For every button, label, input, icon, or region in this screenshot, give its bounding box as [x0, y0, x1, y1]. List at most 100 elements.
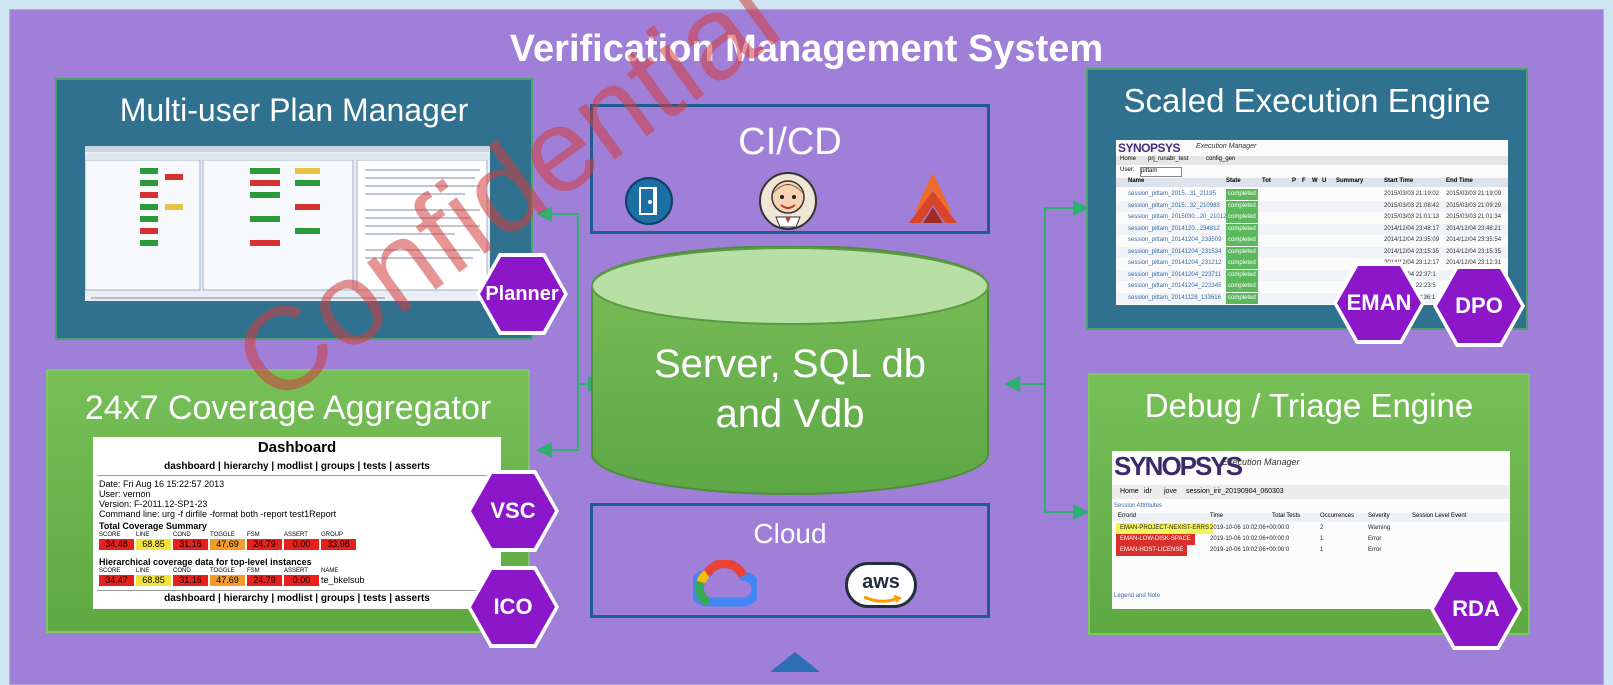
cicd-box: CI/CD: [590, 104, 990, 234]
session-start: 2015/03/03 21:01:13: [1384, 214, 1440, 220]
debug-section: Session Attributes: [1114, 503, 1163, 509]
value-assert: 0.00: [284, 539, 319, 550]
col-assert: ASSERT: [284, 532, 308, 538]
session-state: completed: [1226, 292, 1258, 304]
workflow-tool-icon: [909, 173, 957, 223]
session-start: 2014/12/04 23:15:35: [1384, 248, 1440, 255]
error-id[interactable]: EMAN-LOW-DISK-SPACE: [1116, 534, 1195, 545]
cicd-title: CI/CD: [738, 121, 842, 163]
plan-manager-screenshot: [85, 146, 490, 301]
value-line: 68.85: [136, 539, 171, 550]
debug-triage-title: Debug / Triage Engine: [1144, 387, 1474, 424]
session-end: 2014/12/04 23:48:21: [1446, 225, 1502, 232]
eman-tabs: Home prj_runabr_test config_gen: [1116, 156, 1508, 165]
execution-engine-title: Scaled Execution Engine: [1123, 82, 1491, 119]
debug-screenshot: SYNOPSYS Execution Manager Home idr jove…: [1112, 451, 1510, 609]
eman-user-select[interactable]: pittam: [1140, 167, 1182, 177]
eman-session-row[interactable]: session_pittam_2015...31_21195 completed 2…: [1116, 189, 1508, 200]
error-id[interactable]: EMAN-PROJECT-NEXIST-ERRS: [1116, 523, 1214, 534]
arrow-to-debug: [1044, 384, 1089, 520]
cloud-title: Cloud: [753, 518, 827, 549]
hier-values: 34.47 68.85 31.16 47.69 24.79 0.00 te_bk…: [99, 575, 373, 586]
dpo-badge: DPO: [1433, 265, 1525, 347]
session-end: 2014/12/04 23:15:35: [1446, 248, 1502, 255]
session-name[interactable]: session_pittam_2014120...234812: [1128, 225, 1220, 232]
dashboard-command: Command line: urg -f dirfile -format bot…: [99, 509, 337, 519]
debug-breadcrumb: Home idr jove session_irir_20190904_0603…: [1112, 485, 1510, 499]
bottom-arrow-icon: [770, 652, 820, 672]
plan-manager-panel: Multi-user Plan Manager: [55, 78, 533, 340]
eman-tab-home[interactable]: Home: [1120, 156, 1137, 162]
cloud-box: Cloud aws: [590, 503, 990, 618]
session-name[interactable]: session_pittam_20141204_233509: [1128, 237, 1222, 243]
session-state: completed: [1226, 235, 1258, 246]
jenkins-icon: [759, 172, 817, 230]
crumb-idr[interactable]: idr: [1144, 488, 1152, 495]
session-end: 2014/12/04 23:12:31: [1446, 260, 1502, 266]
error-severity: Error: [1368, 547, 1382, 553]
session-state: completed: [1226, 212, 1258, 223]
session-name[interactable]: session_pittam_20141128_133616: [1128, 294, 1221, 301]
session-end: 2014/12/04 23:35:54: [1446, 237, 1502, 243]
eman-tab-project[interactable]: prj_runabr_test: [1148, 156, 1189, 162]
eman-header-row: Name State Tot P F W U Summary Start Tim…: [1116, 178, 1508, 187]
error-time: 2019-10-06 10:02:06+00:00:0: [1210, 536, 1290, 542]
hier-name: te_bkelsub: [321, 575, 365, 585]
crumb-jove[interactable]: jove: [1164, 488, 1177, 495]
plan-manager-title: Multi-user Plan Manager: [119, 92, 469, 128]
value-toggle: 47.69: [210, 539, 245, 550]
server-label-line2: and Vdb: [715, 392, 865, 436]
session-name[interactable]: session_pittam_2015...32_210983: [1128, 202, 1220, 209]
session-start: 2015/03/03 21:08:42: [1384, 202, 1440, 209]
session-state: completed: [1226, 258, 1258, 269]
error-id[interactable]: EMAN-HOST-LICENSE: [1116, 545, 1188, 556]
session-name[interactable]: session_pittam_20141204_231212: [1128, 260, 1222, 266]
arrow-to-plan-manager: [536, 206, 579, 384]
google-cloud-icon: [693, 560, 757, 607]
hier-title: Hierarchical coverage data for top-level…: [99, 557, 312, 567]
session-state: completed: [1226, 246, 1258, 258]
error-time: 2019-10-06 10:02:06+00:00:0: [1210, 525, 1290, 531]
session-start: 2015/03/03 21:19:02: [1384, 191, 1440, 197]
crumb-home[interactable]: Home: [1120, 488, 1139, 495]
dashboard-user: User: vernon: [99, 489, 151, 499]
session-name[interactable]: session_pittam_2015...31_21195: [1128, 191, 1216, 197]
col-toggle: TOGGLE: [210, 532, 235, 538]
error-severity: Error: [1368, 536, 1382, 542]
eman-brand: SYNOPSYS: [1118, 141, 1181, 155]
col-group: GROUP: [321, 532, 344, 538]
eman-session-row[interactable]: session_pittam_20141204_231534 completed 2…: [1116, 246, 1508, 258]
summary-values: 34.48 68.85 31.16 47.69 24.79 0.00 33.98: [99, 539, 358, 550]
rda-badge: RDA: [1430, 568, 1522, 650]
value-group: 33.98: [321, 539, 356, 550]
debug-app: Execution Manager: [1222, 457, 1300, 467]
door-tool-icon: [625, 177, 673, 225]
server-label-line1: Server, SQL db: [654, 342, 926, 386]
eman-session-row[interactable]: session_pittam_20141204_231212 completed 2…: [1116, 258, 1508, 269]
session-end: 2015/03/03 21:19:09: [1446, 191, 1502, 197]
value-score: 34.48: [99, 539, 134, 550]
session-name[interactable]: session_pittam_20141204_222345: [1128, 283, 1222, 289]
col-cond: COND: [173, 532, 191, 538]
coverage-dashboard-screenshot: Dashboard dashboard | hierarchy | modlis…: [93, 437, 501, 609]
diagram-title: Verification Management System: [509, 28, 1104, 70]
coverage-aggregator-panel: 24x7 Coverage Aggregator Dashboard dashb…: [46, 369, 530, 633]
debug-error-row[interactable]: EMAN-HOST-LICENSE 2019-10-06 10:02:06+00:…: [1112, 545, 1510, 556]
crumb-session[interactable]: session_irir_20190904_060303: [1186, 488, 1284, 495]
error-time: 2019-10-06 10:02:06+00:00:0: [1210, 547, 1290, 553]
dashboard-footer-nav: dashboard | hierarchy | modlist | groups…: [164, 593, 430, 604]
debug-error-row[interactable]: EMAN-LOW-DISK-SPACE 2019-10-06 10:02:06+0…: [1112, 534, 1510, 545]
value-cond: 31.16: [173, 539, 208, 550]
eman-session-row[interactable]: session_pittam_20141204_233509 completed 2…: [1116, 235, 1508, 246]
session-state: completed: [1226, 281, 1258, 292]
session-name[interactable]: session_pittam_2015030...20_21012: [1128, 214, 1227, 220]
session-state: completed: [1226, 189, 1258, 200]
session-name[interactable]: session_pittam_20141204_231534: [1128, 248, 1222, 255]
session-name[interactable]: session_pittam_20141204_223711: [1128, 271, 1221, 278]
eman-tab-config[interactable]: config_gen: [1206, 156, 1236, 162]
